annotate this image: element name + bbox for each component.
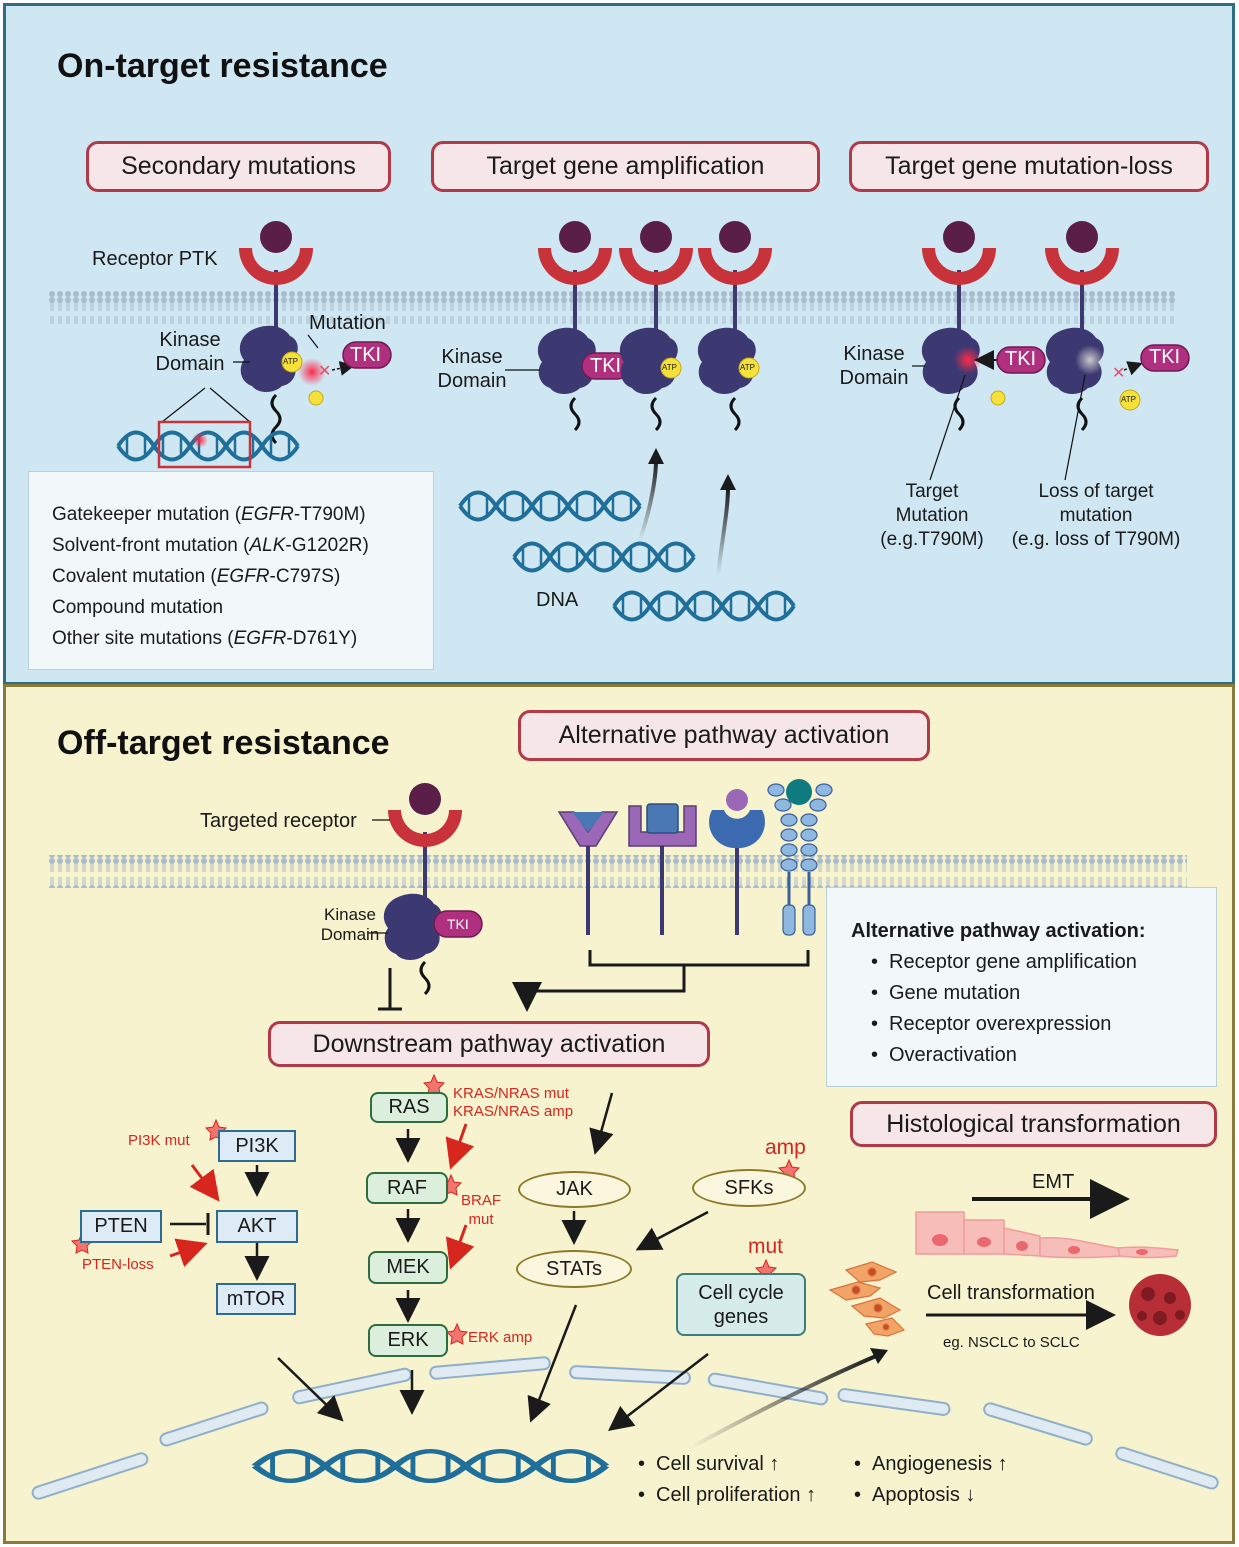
- outcome-item: Angiogenesis ↑: [850, 1449, 1008, 1480]
- targeted-receptor: [368, 783, 483, 1011]
- node-pten: PTEN: [80, 1210, 162, 1243]
- mutation-item: Other site mutations (EGFR-D761Y): [52, 628, 358, 649]
- node-jak: JAK: [518, 1171, 631, 1208]
- node-cell-cycle-genes: Cell cycle genes: [676, 1273, 806, 1336]
- off-target-panel: [3, 684, 1235, 1544]
- alt-item: Receptor gene amplification: [867, 947, 1216, 978]
- node-mek: MEK: [368, 1251, 448, 1284]
- domain-label-1: Domain: [155, 353, 225, 375]
- kinase-label-1: Kinase: [159, 329, 221, 351]
- node-mtor: mTOR: [216, 1283, 296, 1315]
- alt-box-title: Alternative pathway activation:: [851, 920, 1146, 942]
- membrane-top: [47, 291, 1177, 324]
- targeted-receptor-label: Targeted receptor: [200, 810, 357, 832]
- outcome-item: Cell proliferation ↑: [634, 1480, 816, 1511]
- target-mutation-label: Target Mutation (e.g.T790M): [872, 480, 992, 552]
- cell-cycle-line-1: Cell cycle: [698, 1281, 784, 1304]
- off-target-title: Off-target resistance: [57, 724, 390, 762]
- kinase-label-3: Kinase: [843, 343, 905, 365]
- alt-item: Gene mutation: [867, 978, 1216, 1009]
- svg-text:✕: ✕: [318, 363, 331, 380]
- loss-line-2: mutation: [1059, 505, 1133, 526]
- nsclc-sclc-label: eg. NSCLC to SCLC: [943, 1334, 1080, 1351]
- atp-label-3: ATP: [740, 363, 755, 372]
- node-ras: RAS: [370, 1092, 448, 1123]
- membrane-bottom: [47, 855, 1187, 888]
- node-akt: AKT: [216, 1210, 298, 1243]
- loss-of-target-label: Loss of target mutation (e.g. loss of T7…: [998, 480, 1194, 552]
- atp-label-1: ATP: [283, 357, 298, 366]
- cell-cycle-line-2: genes: [713, 1305, 769, 1328]
- atp-label-2: ATP: [662, 363, 677, 372]
- emt-cells-icon: [915, 1211, 1180, 1259]
- loss-line-1: Loss of target: [1038, 481, 1154, 502]
- cell-transformation-label: Cell transformation: [927, 1282, 1095, 1304]
- header-histological-transformation: Histological transformation: [850, 1101, 1217, 1147]
- header-target-gene-mutation-loss: Target gene mutation-loss: [849, 141, 1209, 192]
- header-secondary-mutations: Secondary mutations: [86, 141, 391, 192]
- pi3k-mut-label: PI3K mut: [128, 1132, 190, 1149]
- node-raf: RAF: [366, 1172, 448, 1204]
- kras-mut-label: KRAS/NRAS mut: [453, 1085, 569, 1102]
- tki-label-1: TKI: [350, 344, 382, 366]
- erk-amp-label: ERK amp: [468, 1329, 533, 1346]
- mutation-label: Mutation: [309, 312, 386, 334]
- braf-label-2: mut: [468, 1211, 494, 1228]
- alternative-receptors: [557, 779, 833, 936]
- node-sfks: SFKs: [692, 1169, 806, 1207]
- tki-label-5: TKI: [447, 916, 469, 932]
- domain-label-4: Domain: [320, 925, 380, 944]
- header-target-gene-amplification: Target gene amplification: [431, 141, 820, 192]
- header-downstream-pathway: Downstream pathway activation: [268, 1021, 710, 1067]
- loss-line-3: (e.g. loss of T790M): [1011, 529, 1181, 550]
- mutation-item: Gatekeeper mutation (EGFR-T790M): [52, 504, 366, 525]
- target-mutation-line-2: Mutation: [895, 505, 969, 526]
- alternative-pathway-box: Alternative pathway activation: Receptor…: [826, 887, 1217, 1087]
- mutation-loss-receptors: ✕: [921, 221, 1190, 432]
- atp-label-4: ATP: [1121, 395, 1136, 404]
- mutation-item: Compound mutation: [52, 597, 224, 618]
- target-mutation-line-1: Target: [905, 481, 959, 502]
- sfks-amp-label: amp: [765, 1136, 806, 1159]
- mutation-item: Solvent-front mutation (ALK-G1202R): [52, 535, 369, 556]
- receptor-ptk: ✕: [233, 221, 392, 445]
- mutation-item: Covalent mutation (EGFR-C797S): [52, 566, 341, 587]
- domain-label-3: Domain: [839, 367, 909, 389]
- sclc-tumor-icon: [1129, 1274, 1191, 1336]
- dna-nucleus: [255, 1451, 606, 1481]
- alt-item: Receptor overexpression: [867, 1009, 1216, 1040]
- tki-label-2: TKI: [590, 355, 622, 377]
- dna-label: DNA: [536, 589, 579, 611]
- kras-amp-label: KRAS/NRAS amp: [453, 1103, 574, 1120]
- target-mutation-line-3: (e.g.T790M): [880, 529, 984, 550]
- header-alternative-pathway: Alternative pathway activation: [518, 710, 930, 761]
- mutation-types-box: Gatekeeper mutation (EGFR-T790M) Solvent…: [28, 471, 434, 670]
- amplified-receptors: [537, 221, 772, 432]
- node-stats: STATs: [516, 1250, 632, 1288]
- outcome-item: Apoptosis ↓: [850, 1480, 1008, 1511]
- outcome-list-left: Cell survival ↑ Cell proliferation ↑: [634, 1449, 816, 1511]
- outcome-item: Cell survival ↑: [634, 1449, 816, 1480]
- kinase-label-2: Kinase: [441, 346, 503, 368]
- cell-cycle-mut-label: mut: [748, 1235, 784, 1258]
- alt-item: Overactivation: [867, 1040, 1216, 1071]
- node-erk: ERK: [368, 1324, 448, 1357]
- braf-label-1: BRAF: [460, 1192, 501, 1209]
- node-pi3k: PI3K: [218, 1130, 296, 1162]
- on-target-title: On-target resistance: [57, 47, 388, 85]
- tki-label-3: TKI: [1005, 348, 1037, 370]
- receptor-ptk-label: Receptor PTK: [92, 248, 218, 270]
- emt-label: EMT: [1032, 1171, 1075, 1193]
- transformed-cells-icon: [828, 1261, 906, 1337]
- domain-label-2: Domain: [437, 370, 507, 392]
- svg-text:✕: ✕: [1112, 365, 1125, 382]
- tki-label-4: TKI: [1149, 346, 1181, 368]
- kinase-label-4: Kinase: [324, 905, 376, 924]
- outcome-list-right: Angiogenesis ↑ Apoptosis ↓: [850, 1449, 1008, 1511]
- pten-loss-label: PTEN-loss: [82, 1256, 154, 1273]
